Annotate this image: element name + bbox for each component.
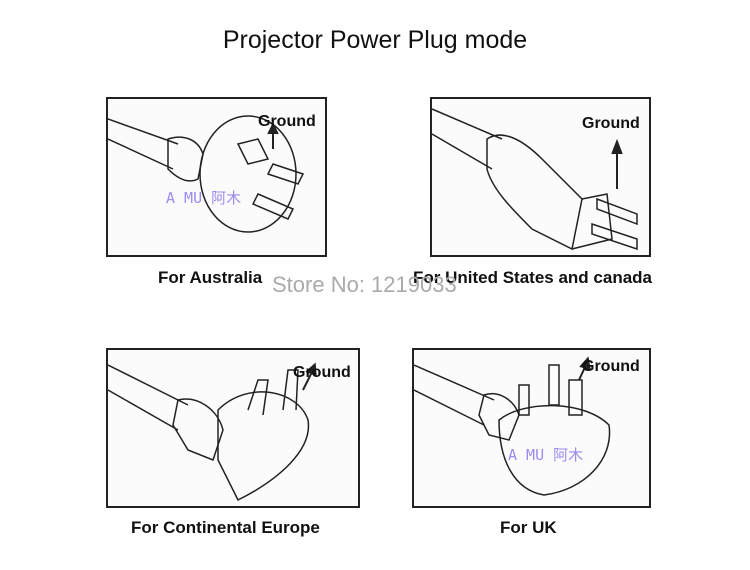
- ground-label: Ground: [582, 358, 640, 375]
- store-watermark: Store No: 1219033: [272, 272, 457, 297]
- europe-plug-diagram: Ground: [106, 348, 360, 508]
- plug-label-continental-europe: For Continental Europe: [131, 518, 320, 537]
- plug-label-us-canada: For United States and canada: [413, 268, 652, 287]
- ground-label: Ground: [258, 113, 316, 130]
- europe-plug-icon: [108, 362, 317, 502]
- watermark: A MU 阿木: [166, 189, 242, 207]
- uk-plug-icon: [414, 356, 611, 496]
- us-plug-icon: [432, 108, 638, 251]
- uk-plug-diagram: Ground A MU 阿木: [412, 348, 651, 508]
- australia-plug-diagram: Ground A MU 阿木: [106, 97, 327, 257]
- australia-plug-icon: [108, 115, 305, 233]
- ground-label: Ground: [293, 364, 351, 381]
- us-plug-diagram: Ground: [430, 97, 651, 257]
- page-title: Projector Power Plug mode: [222, 26, 528, 54]
- plug-label-australia: For Australia: [158, 268, 263, 287]
- ground-label: Ground: [582, 115, 640, 132]
- plug-label-uk: For UK: [500, 518, 557, 537]
- watermark: A MU 阿木: [508, 446, 584, 464]
